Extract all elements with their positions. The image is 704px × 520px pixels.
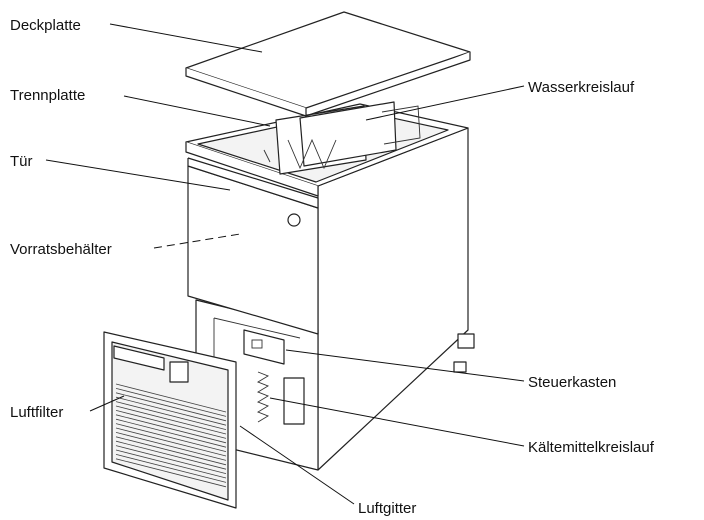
- grille-slat: [115, 436, 227, 466]
- label-steuerkasten: Steuerkasten: [528, 374, 616, 391]
- door: [187, 157, 319, 335]
- grille-slat: [115, 445, 227, 474]
- grille-slat: [115, 410, 227, 439]
- leader-kaeltemittelkreislauf: [269, 397, 525, 447]
- air-grille-panel: [103, 331, 237, 509]
- leader-steuerkasten: [285, 349, 525, 382]
- leader-vorratsbehaelter: [153, 233, 241, 249]
- label-wasserkreislauf: Wasserkreislauf: [528, 79, 635, 96]
- grille-slat: [115, 427, 227, 457]
- deck-plate: [185, 11, 471, 117]
- grille-slat: [115, 432, 227, 461]
- label-luftfilter: Luftfilter: [10, 404, 63, 421]
- grille-slat: [115, 383, 227, 413]
- grille-slat: [115, 388, 227, 417]
- grille-slat: [115, 454, 227, 483]
- grille-slats: [115, 383, 227, 488]
- water-circuit: [263, 101, 421, 175]
- leader-tuer: [45, 159, 231, 191]
- label-kaeltemittelkreislauf: Kältemittelkreislauf: [528, 439, 655, 456]
- leader-luftfilter: [89, 395, 125, 412]
- leader-wasserkreislauf: [365, 85, 525, 121]
- grille-slat: [115, 401, 227, 430]
- grille-slat: [115, 449, 227, 479]
- label-tuer: Tür: [10, 153, 33, 170]
- grille-slat: [115, 423, 227, 452]
- grille-slat: [115, 458, 227, 488]
- label-luftgitter: Luftgitter: [358, 500, 416, 517]
- grille-slat: [115, 414, 227, 444]
- leader-trennplatte: [123, 95, 271, 127]
- grille-slat: [115, 405, 227, 435]
- label-trennplatte: Trennplatte: [10, 87, 85, 104]
- grille-slat: [115, 418, 227, 448]
- leader-lines: [45, 23, 525, 505]
- leader-deckplatte: [109, 23, 263, 53]
- refrigerant-circuit: [256, 371, 305, 425]
- grille-slat: [115, 396, 227, 426]
- grille-slat: [115, 392, 227, 422]
- leader-luftgitter: [239, 425, 355, 505]
- label-deckplatte: Deckplatte: [10, 17, 81, 34]
- control-box: [213, 317, 301, 420]
- grille-slat: [115, 440, 227, 470]
- label-vorratsbehaelter: Vorratsbehälter: [10, 241, 112, 258]
